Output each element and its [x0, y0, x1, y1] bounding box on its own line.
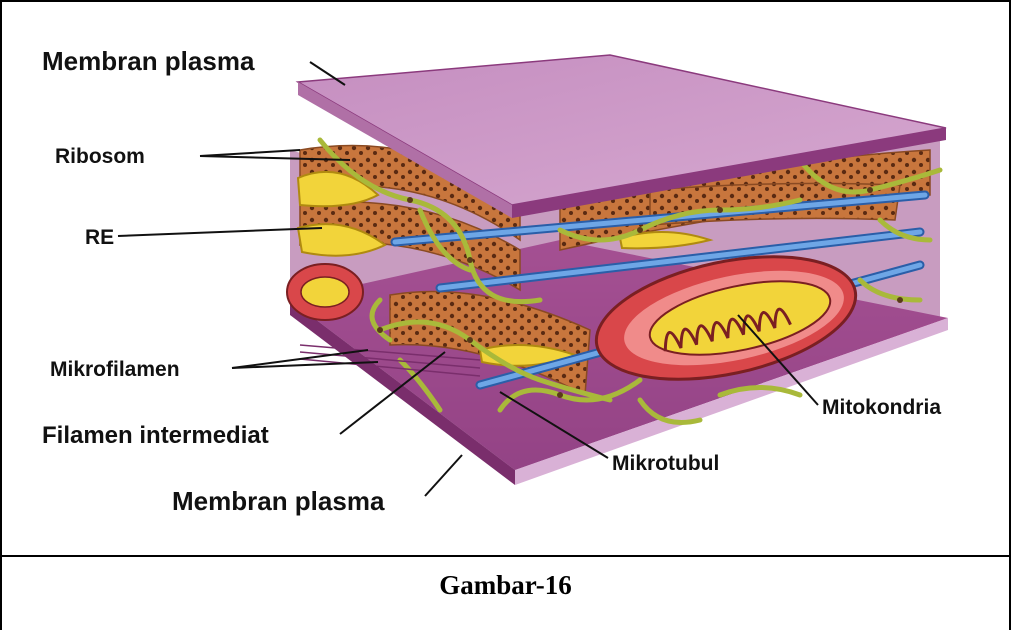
- label-membran-plasma-top: Membran plasma: [42, 46, 255, 76]
- caption-divider: [0, 555, 1011, 557]
- label-mitokondria: Mitokondria: [822, 396, 941, 419]
- label-filamen-intermediat: Filamen intermediat: [42, 422, 269, 449]
- label-mikrotubul: Mikrotubul: [612, 452, 719, 475]
- label-mikrofilamen: Mikrofilamen: [50, 358, 180, 381]
- label-ribosom: Ribosom: [55, 145, 145, 168]
- label-membran-plasma-bottom: Membran plasma: [172, 486, 385, 516]
- small-mitochondrion: [287, 264, 363, 320]
- cell-cytoskeleton-diagram: Membran plasma Ribosom RE Mikrofilamen F…: [0, 0, 1011, 555]
- figure-caption: Gambar-16: [0, 570, 1011, 601]
- label-re: RE: [85, 226, 114, 249]
